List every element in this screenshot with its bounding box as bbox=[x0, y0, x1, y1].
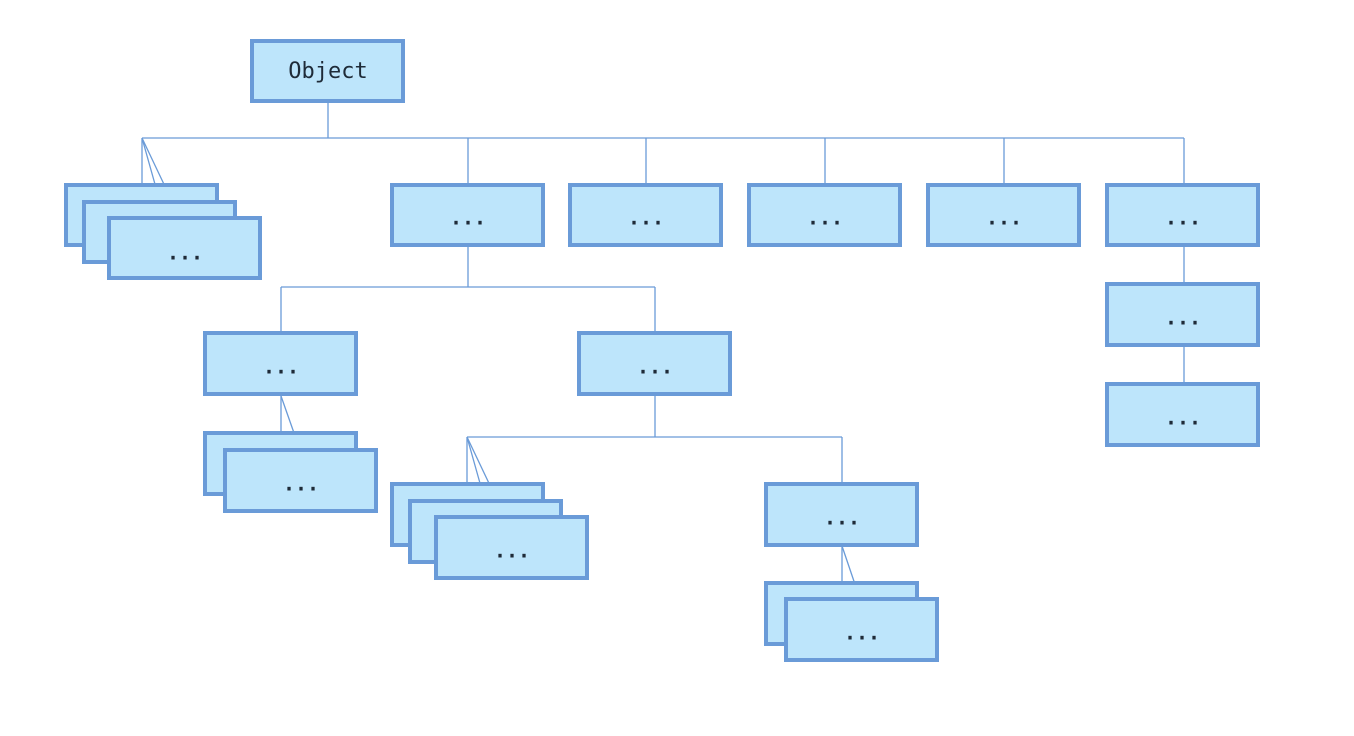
node-l1-5-label: ... bbox=[1165, 206, 1201, 230]
stacked-node-group-d: ... bbox=[764, 581, 939, 662]
node-chain-2-label: ... bbox=[1165, 306, 1201, 330]
node-l1-1: ... bbox=[390, 183, 545, 247]
stack-b-label: ... bbox=[283, 472, 319, 496]
node-l1-3: ... bbox=[747, 183, 902, 247]
stacked-node-group-b: ... bbox=[203, 431, 378, 513]
stack-a-front bbox=[107, 216, 262, 280]
node-l2-2-label: ... bbox=[637, 355, 673, 379]
node-l1-5: ... bbox=[1105, 183, 1260, 247]
node-l2-1: ... bbox=[203, 331, 358, 396]
node-chain-3: ... bbox=[1105, 382, 1260, 447]
node-l1-1-label: ... bbox=[450, 206, 486, 230]
node-l1-3-label: ... bbox=[807, 206, 843, 230]
stack-a-label: ... bbox=[167, 241, 203, 265]
node-l1-2: ... bbox=[568, 183, 723, 247]
node-l1-4-label: ... bbox=[986, 206, 1022, 230]
node-l2-1-label: ... bbox=[263, 355, 299, 379]
stack-c-label: ... bbox=[494, 539, 530, 563]
root-node-label: Object bbox=[288, 59, 367, 84]
node-chain-2: ... bbox=[1105, 282, 1260, 347]
root-node: Object bbox=[250, 39, 405, 103]
node-l3-1-label: ... bbox=[824, 506, 860, 530]
node-l2-2: ... bbox=[577, 331, 732, 396]
stack-d-label: ... bbox=[844, 621, 880, 645]
stack-b-front bbox=[223, 448, 378, 513]
node-l1-2-label: ... bbox=[628, 206, 664, 230]
node-l3-1: ... bbox=[764, 482, 919, 547]
node-chain-3-label: ... bbox=[1165, 406, 1201, 430]
stacked-node-group-c: ... bbox=[390, 482, 589, 580]
node-l1-4: ... bbox=[926, 183, 1081, 247]
stack-d-front bbox=[784, 597, 939, 662]
stack-c-front bbox=[434, 515, 589, 580]
stacked-node-group-a: ... bbox=[64, 183, 262, 280]
